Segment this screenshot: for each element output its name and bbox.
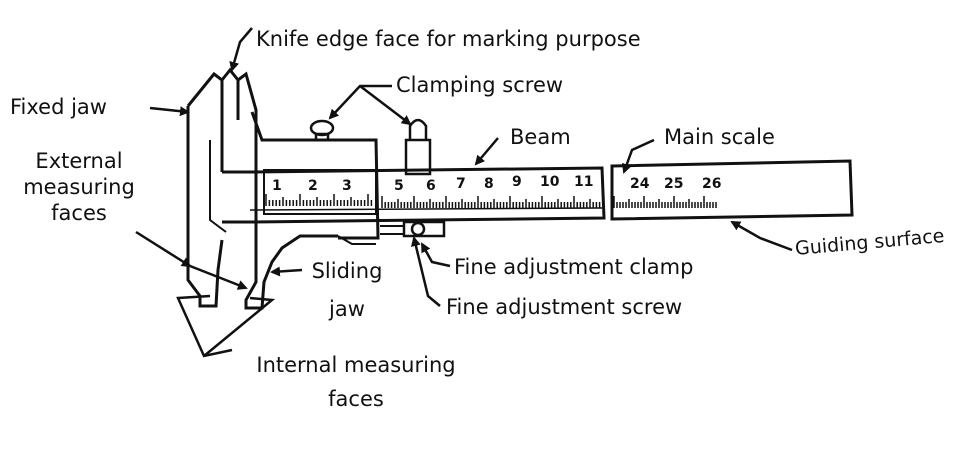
label-clamping-screw: Clamping screw (396, 73, 564, 97)
beam (249, 159, 854, 224)
leader-external-faces-2 (189, 264, 248, 290)
beam-number: 8 (484, 176, 494, 192)
end-ticks (613, 196, 717, 208)
leader-internal-left (176, 294, 233, 358)
label-fixed-jaw: Fixed jaw (10, 95, 107, 119)
beam-number: 9 (512, 174, 522, 190)
label-external-faces-line2: measuring (23, 175, 135, 199)
label-internal-faces: Internal measuring faces (226, 352, 486, 412)
beam-number: 5 (394, 178, 404, 194)
vernier-number: 1 (272, 178, 282, 194)
label-internal-faces-line1: Internal measuring (256, 353, 456, 377)
leader-knife-edge (229, 27, 253, 72)
end-number: 24 (630, 176, 650, 192)
label-beam: Beam (510, 125, 571, 149)
beam-number: 11 (574, 174, 593, 190)
clamping-screws (309, 118, 432, 176)
end-number: 26 (702, 176, 721, 192)
leader-beam (474, 137, 499, 166)
label-fine-adj-clamp: Fine adjustment clamp (454, 255, 694, 279)
label-fine-adj-screw: Fine adjustment screw (446, 295, 683, 319)
label-external-faces-line3: faces (51, 201, 107, 225)
fixed-jaw (186, 71, 252, 308)
label-external-faces-line1: External (35, 149, 123, 173)
leader-clamp-right (359, 85, 412, 126)
label-sliding-jaw-line1: Sliding (311, 259, 383, 283)
label-knife-edge: Knife edge face for marking purpose (256, 27, 641, 51)
beam-number: 10 (540, 174, 560, 190)
label-main-scale: Main scale (664, 125, 775, 149)
end-number: 25 (664, 176, 683, 192)
beam-ticks (381, 196, 601, 208)
leader-fine-clamp (420, 242, 451, 268)
fine-adjustment (380, 220, 446, 238)
leader-sliding-jaw (270, 266, 303, 277)
label-internal-faces-line2: faces (328, 387, 384, 411)
leader-fine-screw (411, 236, 441, 307)
leader-main-scale (622, 138, 655, 174)
leader-lines (135, 27, 793, 358)
beam-number: 6 (426, 178, 436, 194)
vernier-number: 2 (308, 178, 318, 194)
sliding-jaw (244, 111, 380, 310)
leader-external-faces (135, 230, 192, 268)
label-sliding-jaw-line2: jaw (329, 297, 365, 321)
leader-internal-right (203, 296, 276, 357)
vernier-ticks (265, 194, 373, 206)
vernier-numbers: 1 2 3 (272, 178, 352, 194)
beam-number: 7 (456, 176, 466, 192)
beam-numbers: 5 6 7 8 9 10 11 (394, 174, 593, 194)
label-external-faces: External measuring faces (4, 148, 154, 226)
knife-edges (220, 67, 258, 140)
leader-guiding-surface (730, 220, 793, 252)
end-numbers: 24 25 26 (630, 176, 721, 192)
vernier-number: 3 (342, 178, 352, 194)
label-sliding-jaw: Sliding jaw (302, 258, 392, 322)
leader-fixed-jaw (149, 106, 190, 117)
